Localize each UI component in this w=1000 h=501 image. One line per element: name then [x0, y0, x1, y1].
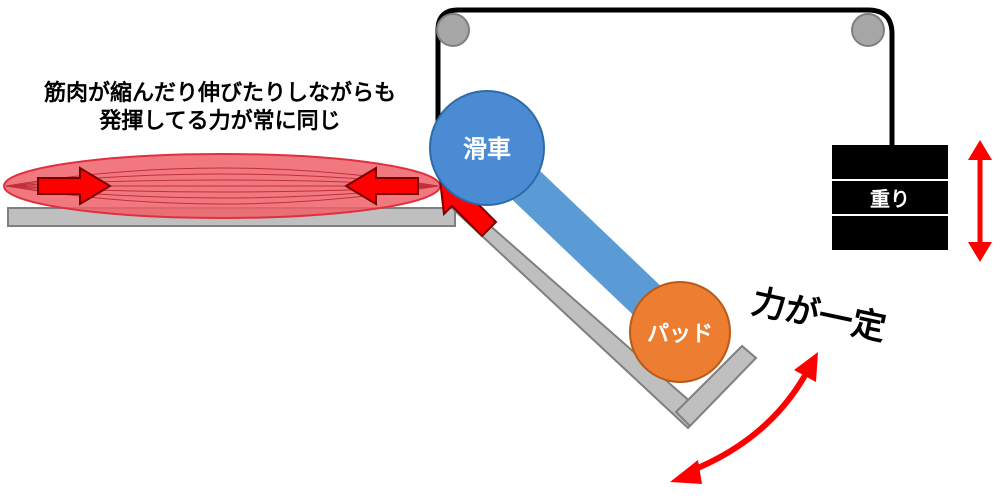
pulley-label: 滑車: [463, 135, 511, 163]
bench-foot: [674, 344, 758, 428]
pad-motion-arrow: [670, 352, 818, 484]
weight-label: 重り: [870, 187, 910, 211]
caption-line-1: 筋肉が縮んだり伸びたりしながらも: [43, 81, 396, 106]
caption-line-2: 発揮してる力が常に同じ: [99, 109, 341, 134]
pad: [629, 281, 731, 383]
constant-force-label: 力が一定: [748, 282, 889, 349]
muscle-arrow-right: [37, 166, 112, 206]
muscle-arrow-left: [344, 166, 419, 206]
main-pulley: [429, 90, 545, 206]
weight-motion-arrow: [968, 140, 992, 262]
pad-label: パッド: [647, 322, 713, 347]
weight-stack: [832, 145, 948, 250]
top-left-pulley: [436, 13, 470, 47]
top-right-pulley: [851, 13, 885, 47]
